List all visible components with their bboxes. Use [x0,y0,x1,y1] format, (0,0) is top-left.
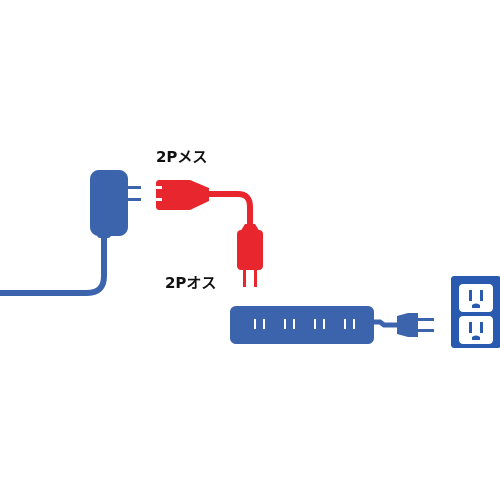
female-plug-head [156,180,209,210]
male-plug-head [237,224,263,287]
ac-adapter-cord [0,232,107,296]
power-strip-icon [230,306,434,344]
power-strip-outlets [254,319,355,329]
male-plug-label: 2Pオス [165,274,217,292]
ac-adapter-prong-top [127,186,141,189]
adapter-cable [205,191,253,226]
power-strip-body [230,306,374,344]
ac-adapter-prong-bottom [127,198,141,201]
ac-adapter-icon [0,170,141,296]
ac-adapter-body [90,170,128,236]
wall-outlet-icon [451,276,500,348]
female-plug-label: 2Pメス [156,148,208,166]
extension-adapter-icon [156,180,263,287]
power-strip-plug [397,313,418,337]
